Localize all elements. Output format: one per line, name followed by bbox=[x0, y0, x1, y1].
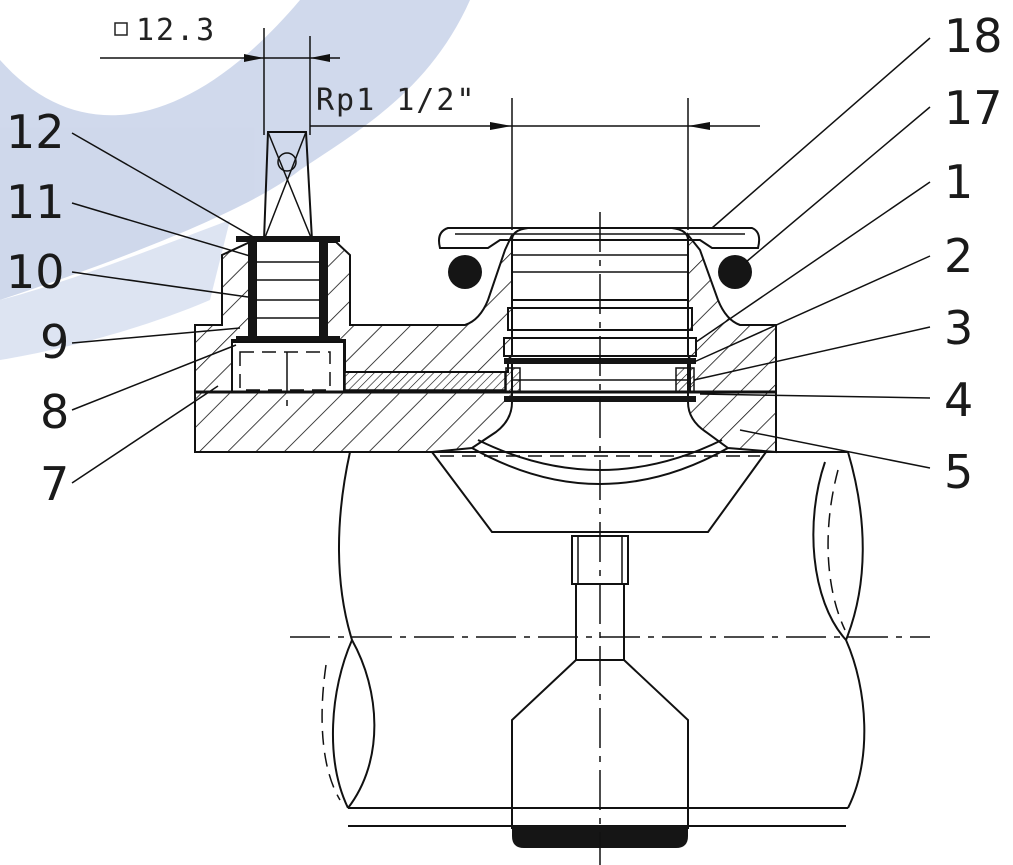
callouts-right: 18 17 1 2 3 4 5 bbox=[944, 9, 1003, 499]
square-symbol-icon bbox=[114, 22, 128, 36]
main-body bbox=[194, 232, 777, 454]
leader-lines bbox=[71, 37, 931, 484]
callout-12: 12 bbox=[6, 105, 65, 159]
callout-11: 11 bbox=[6, 175, 65, 229]
callout-2: 2 bbox=[944, 229, 973, 283]
callout-4: 4 bbox=[944, 373, 973, 427]
pipe-outline bbox=[290, 451, 930, 827]
cap bbox=[438, 227, 761, 289]
callout-1: 1 bbox=[944, 155, 973, 209]
callouts-left: 12 11 10 9 8 7 bbox=[6, 105, 69, 511]
callout-3: 3 bbox=[944, 301, 973, 355]
callout-5: 5 bbox=[944, 445, 973, 499]
o-ring-right bbox=[718, 255, 752, 289]
dimension-lines bbox=[100, 28, 760, 865]
callout-17: 17 bbox=[944, 81, 1003, 135]
callout-8: 8 bbox=[40, 385, 69, 439]
square-size-value: 12.3 bbox=[136, 13, 216, 48]
o-ring-left bbox=[448, 255, 482, 289]
thread-size-label: Rp1 1/2" bbox=[316, 83, 477, 118]
dimension-square-label: 12.3 bbox=[114, 13, 216, 48]
terminal-assembly bbox=[231, 131, 345, 410]
callout-18: 18 bbox=[944, 9, 1003, 63]
callout-10: 10 bbox=[6, 245, 65, 299]
watermark-swoosh bbox=[0, 0, 470, 360]
callout-9: 9 bbox=[40, 315, 69, 369]
saddle bbox=[431, 439, 767, 533]
callout-7: 7 bbox=[40, 457, 69, 511]
